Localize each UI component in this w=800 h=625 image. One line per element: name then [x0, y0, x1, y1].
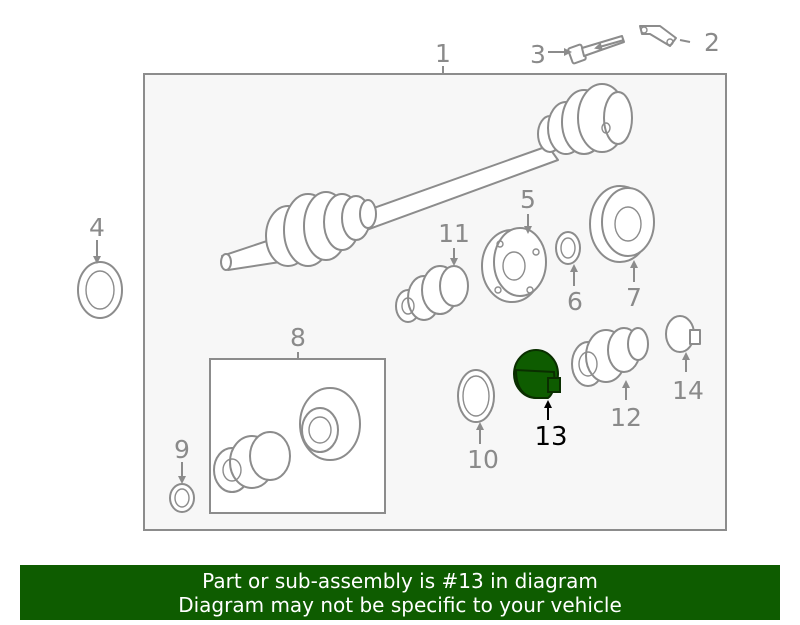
boot-part-upper [395, 265, 469, 323]
clamp-part [665, 315, 701, 353]
callout-6: 6 [567, 287, 583, 316]
joint-assembly-part [213, 387, 361, 493]
callout-4: 4 [89, 213, 105, 242]
boot-part-lower [571, 327, 649, 387]
snap-ring-part [555, 231, 581, 265]
cap-part [169, 483, 195, 513]
flange-part [481, 227, 547, 303]
notice-banner: Part or sub-assembly is #13 in diagram D… [20, 565, 780, 620]
bolt-part [567, 35, 625, 65]
ring-part [457, 369, 495, 423]
callout-2: 2 [704, 28, 720, 57]
parts-diagram: 1 2 3 4 5 6 7 8 9 10 11 12 13 14 [77, 25, 727, 531]
callout-3: 3 [530, 40, 546, 69]
joint-housing-part [589, 185, 655, 263]
callout-5: 5 [520, 185, 536, 214]
callout-11: 11 [438, 219, 470, 248]
lock-ring-part [77, 261, 123, 319]
callout-9: 9 [174, 435, 190, 464]
highlighted-clamp-part[interactable] [513, 349, 561, 399]
axle-shaft [220, 83, 633, 271]
callout-12: 12 [610, 403, 642, 432]
callout-7: 7 [626, 283, 642, 312]
callout-13: 13 [534, 422, 567, 452]
bracket-part [639, 25, 677, 47]
callout-14: 14 [672, 376, 704, 405]
callout-8: 8 [290, 323, 306, 352]
banner-line-2: Diagram may not be specific to your vehi… [178, 592, 622, 617]
callout-1: 1 [435, 39, 451, 68]
banner-line-1: Part or sub-assembly is #13 in diagram [202, 568, 598, 593]
callout-10: 10 [467, 445, 499, 474]
